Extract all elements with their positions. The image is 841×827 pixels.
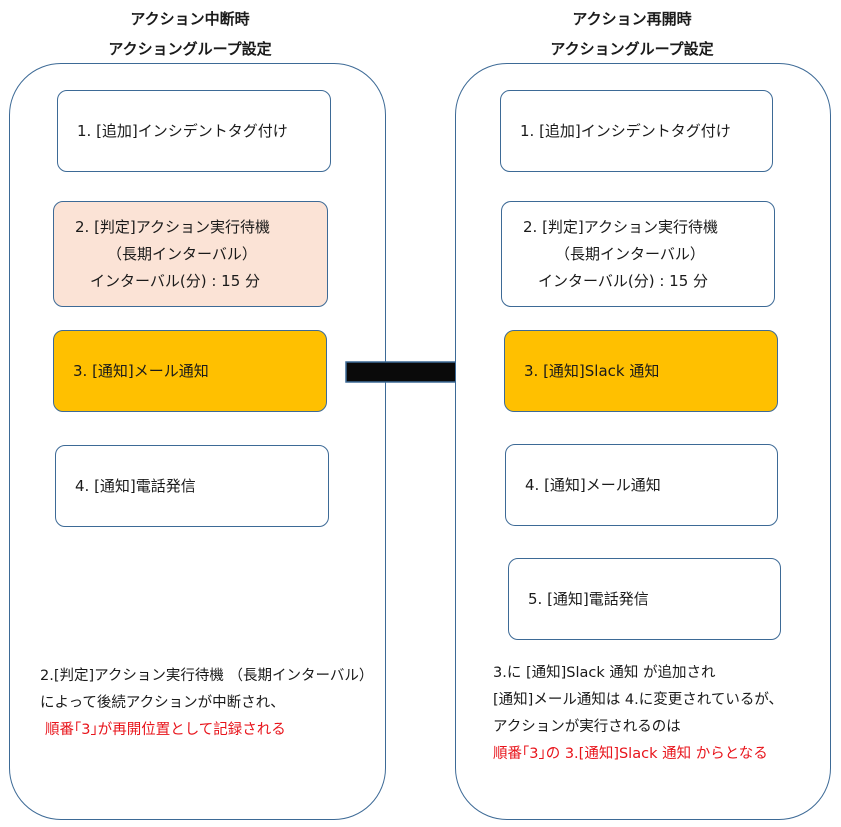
right-step-3-label: 3. [通知]Slack 通知	[524, 361, 660, 380]
left-step-2-line3: インターバル(分) : 15 分	[90, 272, 260, 290]
right-step-5-label: 5. [通知]電話発信	[528, 589, 649, 608]
right-step-2: 2. [判定]アクション実行待機 （長期インターバル） インターバル(分) : …	[501, 201, 775, 307]
right-step-4-label: 4. [通知]メール通知	[525, 475, 661, 494]
right-note-line3: アクションが実行されるのは	[493, 719, 681, 735]
left-heading-line2: アクショングループ設定	[108, 40, 272, 58]
right-note-line2: [通知]メール通知は 4.に変更されているが、	[493, 692, 784, 708]
left-note: 2.[判定]アクション実行待機 （長期インターバル） によって後続アクションが中…	[40, 663, 373, 744]
left-step-2: 2. [判定]アクション実行待機 （長期インターバル） インターバル(分) : …	[53, 201, 328, 307]
left-step-3: 3. [通知]メール通知	[53, 330, 327, 412]
left-note-line3: 順番｢3｣が再開位置として記録される	[45, 722, 286, 738]
right-step-2-line2: （長期インターバル）	[555, 245, 705, 263]
right-heading-line2: アクショングループ設定	[550, 40, 714, 58]
right-heading: アクション再開時 アクショングループ設定	[487, 6, 777, 63]
left-step-4-label: 4. [通知]電話発信	[75, 476, 196, 495]
right-step-1: 1. [追加]インシデントタグ付け	[500, 90, 773, 172]
left-note-line1: 2.[判定]アクション実行待機 （長期インターバル）	[40, 668, 374, 684]
left-panel	[9, 63, 386, 820]
right-step-3: 3. [通知]Slack 通知	[504, 330, 778, 412]
right-step-2-line3: インターバル(分) : 15 分	[538, 272, 708, 290]
left-step-2-line1: 2. [判定]アクション実行待機	[75, 218, 271, 236]
left-note-line2: によって後続アクションが中断され、	[40, 695, 285, 711]
left-step-1: 1. [追加]インシデントタグ付け	[57, 90, 331, 172]
right-step-1-label: 1. [追加]インシデントタグ付け	[520, 121, 731, 140]
right-step-5: 5. [通知]電話発信	[508, 558, 781, 640]
left-heading: アクション中断時 アクショングループ設定	[40, 6, 340, 63]
left-step-2-line2: （長期インターバル）	[107, 245, 257, 263]
right-note-line4: 順番｢3｣の 3.[通知]Slack 通知 からとなる	[493, 746, 768, 762]
right-heading-line1: アクション再開時	[572, 10, 692, 28]
left-heading-line1: アクション中断時	[130, 10, 250, 28]
right-panel	[455, 63, 831, 820]
left-step-3-label: 3. [通知]メール通知	[73, 361, 209, 380]
right-step-4: 4. [通知]メール通知	[505, 444, 778, 526]
left-step-1-label: 1. [追加]インシデントタグ付け	[77, 121, 288, 140]
right-note: 3.に [通知]Slack 通知 が追加され [通知]メール通知は 4.に変更さ…	[493, 660, 783, 768]
right-note-line1: 3.に [通知]Slack 通知 が追加され	[493, 665, 716, 681]
left-step-4: 4. [通知]電話発信	[55, 445, 329, 527]
right-step-2-line1: 2. [判定]アクション実行待機	[523, 218, 719, 236]
